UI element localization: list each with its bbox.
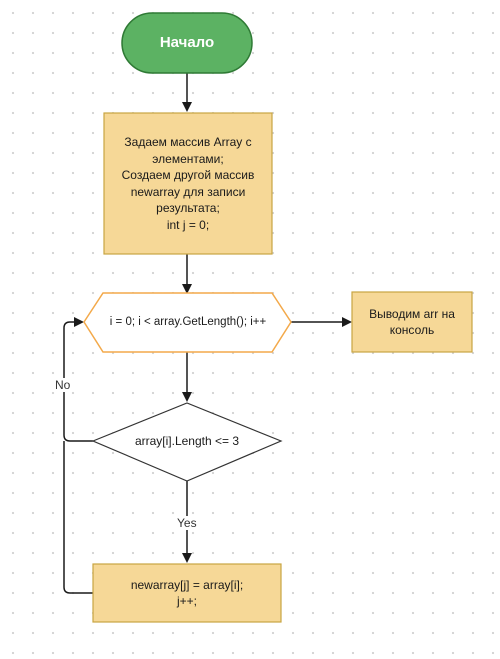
no-edge-label: No (53, 378, 73, 392)
assign-process-node[interactable] (92, 563, 282, 623)
loop-node-label: i = 0; i < array.GetLength(); i++ (109, 316, 267, 329)
condition-decision-node[interactable] (91, 402, 283, 482)
init-line-4: newarray для записи (130, 184, 246, 199)
loop-node[interactable] (83, 292, 292, 353)
init-line-2: элементами; (152, 151, 224, 166)
init-process-text: Задаем массив Array с элементами; Создае… (104, 113, 272, 254)
init-line-1: Задаем массив Array с (124, 135, 252, 149)
assign-process-text: newarray[j] = array[i]; j++; (93, 564, 281, 622)
init-line-6: int j = 0; (166, 217, 210, 232)
yes-edge-label: Yes (175, 516, 199, 530)
output-line-2: консоль (389, 323, 435, 337)
condition-label: array[i].Length <= 3 (134, 433, 240, 448)
init-process-node[interactable] (103, 112, 273, 255)
output-process-text: Выводим arr на консоль (352, 292, 472, 352)
assign-line-1: newarray[j] = array[i]; (130, 577, 244, 592)
init-line-5: результата; (156, 201, 220, 215)
output-process-node[interactable] (351, 291, 473, 353)
edge-assign-back-to-loop (63, 441, 93, 594)
assign-line-2: j++; (176, 594, 197, 608)
output-line-1: Выводим arr на (369, 306, 455, 321)
start-node[interactable] (121, 12, 253, 74)
start-node-label: Начало (159, 33, 215, 51)
init-line-3: Создаем другой массив (121, 168, 255, 182)
